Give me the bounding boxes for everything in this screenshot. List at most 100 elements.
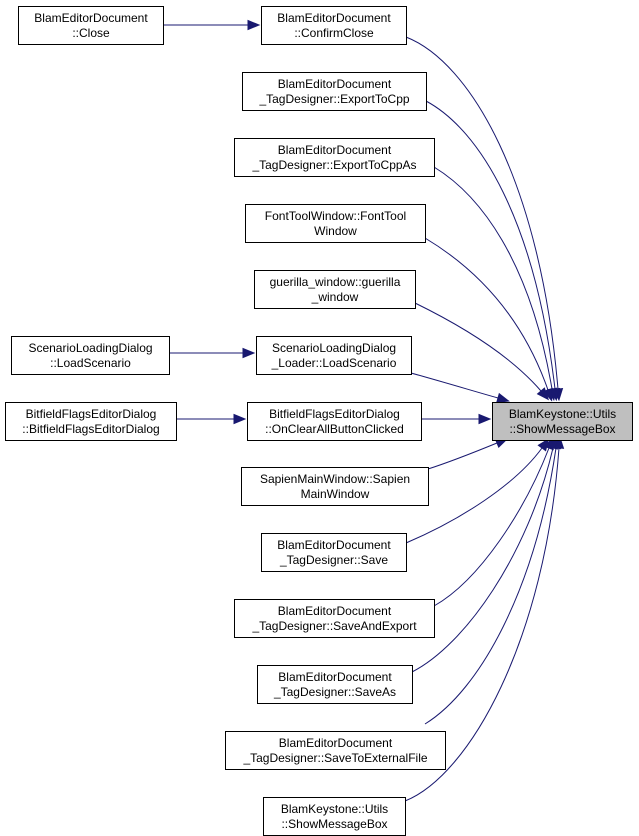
node-box[interactable] xyxy=(234,138,435,177)
node-bitfield-clear-all[interactable]: BitfieldFlagsEditorDialog::OnClearAllBut… xyxy=(247,402,422,441)
node-font-tool-window[interactable]: FontToolWindow::FontToolWindow xyxy=(245,204,426,243)
edge-line xyxy=(404,447,560,802)
edge-line xyxy=(433,166,553,390)
node-label-line: BlamEditorDocument xyxy=(278,604,392,618)
node-label-line: MainWindow xyxy=(301,487,370,501)
node-label-line: BitfieldFlagsEditorDialog xyxy=(26,407,157,421)
node-label-line: _TagDesigner::ExportToCpp xyxy=(258,92,409,106)
node-label-line: _TagDesigner::SaveAs xyxy=(273,685,396,699)
node-label-line: ::ShowMessageBox xyxy=(281,817,387,831)
node-export-to-cpp[interactable]: BlamEditorDocument_TagDesigner::ExportTo… xyxy=(242,72,427,111)
node-box[interactable] xyxy=(11,336,170,375)
edge-line xyxy=(411,447,554,673)
node-show-message-box-overload[interactable]: BlamKeystone::Utils::ShowMessageBox xyxy=(263,797,406,836)
node-label-line: BlamEditorDocument xyxy=(277,538,391,552)
edge-arrowhead xyxy=(536,387,550,401)
node-scenario-dialog-load[interactable]: ScenarioLoadingDialog::LoadScenario xyxy=(11,336,170,375)
node-save[interactable]: BlamEditorDocument_TagDesigner::Save xyxy=(261,533,407,572)
nodes-layer: BlamEditorDocument::CloseBlamEditorDocum… xyxy=(5,6,633,836)
edge-line xyxy=(414,302,542,392)
node-label-line: ::ShowMessageBox xyxy=(509,422,615,436)
node-box[interactable] xyxy=(254,270,416,309)
edge-arrowhead xyxy=(496,392,510,403)
node-label-line: ::OnClearAllButtonClicked xyxy=(265,422,404,436)
edge-scenario-dialog-load-to-scenario-loader-load xyxy=(169,347,256,359)
node-label-line: _TagDesigner::SaveToExternalFile xyxy=(242,751,427,765)
node-label-line: _Loader::LoadScenario xyxy=(271,356,397,370)
node-label-line: ::Close xyxy=(72,26,110,40)
node-sapien-main-window[interactable]: SapienMainWindow::SapienMainWindow xyxy=(241,467,429,506)
node-label-line: BlamKeystone::Utils xyxy=(509,407,616,421)
edge-arrowhead xyxy=(478,413,492,425)
node-save-to-external-file[interactable]: BlamEditorDocument_TagDesigner::SaveToEx… xyxy=(225,731,446,770)
node-box[interactable] xyxy=(245,204,426,243)
node-label-line: _TagDesigner::Save xyxy=(279,553,388,567)
node-label-line: Window xyxy=(314,224,357,238)
node-label-line: BitfieldFlagsEditorDialog xyxy=(269,407,400,421)
edge-arrowhead xyxy=(233,413,247,425)
edge-arrowhead xyxy=(247,19,261,31)
node-box[interactable] xyxy=(256,336,412,375)
edge-line xyxy=(405,36,559,390)
node-label-line: ScenarioLoadingDialog xyxy=(272,341,396,355)
edge-bitfield-clear-all-to-show-message-box-focus xyxy=(421,413,492,425)
edge-scenario-loader-load-to-show-message-box-focus xyxy=(410,372,510,403)
node-box[interactable] xyxy=(261,6,407,45)
node-label-line: ScenarioLoadingDialog xyxy=(28,341,152,355)
node-guerilla-window[interactable]: guerilla_window::guerilla_window xyxy=(254,270,416,309)
node-scenario-loader-load[interactable]: ScenarioLoadingDialog_Loader::LoadScenar… xyxy=(256,336,412,375)
edge-font-tool-window-to-show-message-box-focus xyxy=(424,237,553,402)
node-close[interactable]: BlamEditorDocument::Close xyxy=(18,6,164,45)
node-box[interactable] xyxy=(261,533,407,572)
node-box[interactable] xyxy=(242,72,427,111)
edge-arrowhead xyxy=(553,435,565,449)
node-confirm-close[interactable]: BlamEditorDocument::ConfirmClose xyxy=(261,6,407,45)
node-label-line: BlamEditorDocument xyxy=(278,143,392,157)
node-bitfield-ctor[interactable]: BitfieldFlagsEditorDialog::BitfieldFlags… xyxy=(5,402,177,441)
node-save-as[interactable]: BlamEditorDocument_TagDesigner::SaveAs xyxy=(257,665,413,704)
edge-line xyxy=(424,237,549,391)
node-label-line: FontToolWindow::FontTool xyxy=(265,209,406,223)
node-export-to-cpp-as[interactable]: BlamEditorDocument_TagDesigner::ExportTo… xyxy=(234,138,435,177)
edge-bitfield-ctor-to-bitfield-clear-all xyxy=(176,413,247,425)
edge-line xyxy=(427,442,498,470)
node-show-message-box-focus: BlamKeystone::Utils::ShowMessageBox xyxy=(492,402,633,441)
edge-save-to-external-file-to-show-message-box-focus xyxy=(424,435,562,725)
node-box[interactable] xyxy=(241,467,429,506)
edge-export-to-cpp-to-show-message-box-focus xyxy=(425,100,561,402)
node-label-line: BlamKeystone::Utils xyxy=(281,802,388,816)
node-box[interactable] xyxy=(225,731,446,770)
node-label-line: SapienMainWindow::Sapien xyxy=(260,472,410,486)
node-box[interactable] xyxy=(234,599,435,638)
node-label-line: ::BitfieldFlagsEditorDialog xyxy=(22,422,159,436)
node-label-line: BlamEditorDocument xyxy=(34,11,148,25)
edge-confirm-close-to-show-message-box-focus xyxy=(405,36,564,402)
edge-arrowhead xyxy=(242,347,256,359)
edge-line xyxy=(433,447,550,607)
edge-show-message-box-overload-to-show-message-box-focus xyxy=(404,435,565,802)
node-box[interactable] xyxy=(247,402,422,441)
node-box xyxy=(492,402,633,441)
node-save-and-export[interactable]: BlamEditorDocument_TagDesigner::SaveAndE… xyxy=(234,599,435,638)
node-label-line: guerilla_window::guerilla xyxy=(270,275,401,289)
edge-save-and-export-to-show-message-box-focus xyxy=(433,436,554,607)
edge-close-to-confirm-close xyxy=(163,19,261,31)
edge-sapien-main-window-to-show-message-box-focus xyxy=(427,438,509,470)
edge-line xyxy=(424,447,557,725)
edge-guerilla-window-to-show-message-box-focus xyxy=(414,302,550,401)
node-label-line: ::ConfirmClose xyxy=(294,26,374,40)
node-label-line: _TagDesigner::SaveAndExport xyxy=(251,619,417,633)
edge-line xyxy=(405,447,543,544)
node-label-line: BlamEditorDocument xyxy=(279,736,393,750)
node-label-line: _window xyxy=(311,290,359,304)
node-label-line: BlamEditorDocument xyxy=(278,77,392,91)
edge-line xyxy=(410,372,499,399)
node-box[interactable] xyxy=(18,6,164,45)
node-box[interactable] xyxy=(257,665,413,704)
node-box[interactable] xyxy=(5,402,177,441)
node-label-line: ::LoadScenario xyxy=(50,356,131,370)
node-label-line: BlamEditorDocument xyxy=(278,670,392,684)
edge-line xyxy=(425,100,556,390)
edges-layer xyxy=(163,19,565,802)
